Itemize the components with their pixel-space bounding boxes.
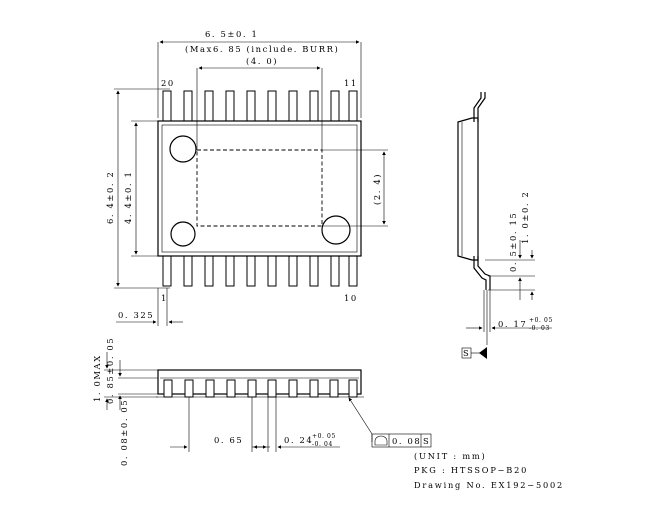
ejector-mark-right — [321, 215, 351, 245]
lead-thickness-label: 0. 5±0. 15 — [508, 212, 518, 272]
pin-10-label: 10 — [344, 293, 358, 303]
outer-height-label: 6. 4±0. 2 — [105, 171, 115, 224]
pin-1-label: 1 — [161, 293, 168, 303]
front-body — [157, 369, 362, 395]
body-thickness-label: 0. 85±0. 05 — [105, 337, 115, 404]
side-body — [457, 117, 479, 261]
pin-20-label: 20 — [161, 78, 175, 88]
pin-width-upper-tol: +0. 05 — [312, 433, 336, 440]
inner-height-label: 4. 4±0. 1 — [123, 171, 133, 224]
pin-width-label: 0. 24 — [284, 435, 313, 445]
top-view: 6. 5±0. 1 (Max6. 85 (include. BURR) (4. … — [105, 29, 388, 326]
pitch-label: 0. 65 — [214, 435, 243, 445]
drawing-notes: (UNIT : mm) PKG : HTSSOP−B20 Drawing No.… — [414, 451, 564, 490]
pin-width-lower-tol: -0. 04 — [312, 441, 333, 448]
flatness-frame — [371, 433, 432, 448]
drawing-number: Drawing No. EX192−5002 — [414, 480, 564, 490]
width-label: 6. 5±0. 1 — [205, 29, 258, 39]
bottom-pin-row — [162, 255, 358, 287]
lead-span-label: 1. 0±0. 2 — [520, 191, 530, 244]
ejector-mark-left — [170, 221, 196, 247]
pad-height-label: (2. 4) — [372, 173, 382, 205]
datum-label: S — [463, 348, 470, 358]
inner-width-label: (4. 0) — [246, 56, 278, 66]
datum-box — [461, 347, 472, 359]
front-view: 1. 0MAX 0. 85±0. 05 0. 08±0. 05 0. 65 0.… — [92, 337, 432, 466]
pin1-index-mark — [169, 135, 197, 163]
package-body-inner-edge — [161, 124, 358, 253]
flatness-datum: S — [423, 436, 430, 446]
unit-note: (UNIT : mm) — [414, 451, 486, 461]
edge-offset-label: 0. 325 — [118, 310, 154, 320]
burr-note: (Max6. 85 (include. BURR) — [185, 44, 339, 54]
exposed-pad-outline — [196, 149, 323, 227]
lead-width-lower-tol: -0. 03 — [529, 325, 550, 332]
side-view: 0. 5±0. 15 1. 0±0. 2 0. 17 +0. 05 -0. 03… — [457, 92, 553, 359]
flatness-symbol-icon — [374, 435, 388, 446]
package-body — [157, 120, 362, 257]
standoff-label: 0. 08±0. 05 — [119, 399, 129, 466]
lower-lead — [473, 256, 487, 290]
lead-width-label: 0. 17 — [498, 319, 527, 329]
flatness-value: 0. 08 — [392, 436, 421, 446]
pin-11-label: 11 — [344, 78, 358, 88]
height-max-label: 1. 0MAX — [92, 354, 102, 402]
upper-lead — [477, 92, 486, 122]
lead-width-upper-tol: +0. 05 — [529, 317, 553, 324]
top-pin-row — [162, 90, 358, 122]
package-name: PKG : HTSSOP−B20 — [414, 465, 528, 475]
datum-triangle-icon — [479, 347, 487, 359]
